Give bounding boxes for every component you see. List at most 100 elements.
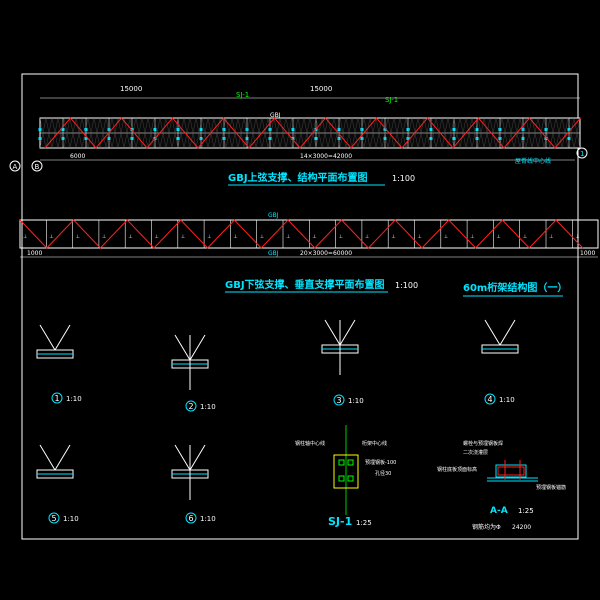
aa-note1: 螺栓与预埋钢板焊: [463, 440, 503, 447]
hatch-line: [81, 117, 89, 149]
top-plan-title: GBJ上弦支撑、结构平面布置图: [228, 171, 368, 184]
column-marker: [521, 128, 525, 131]
member-tag: ⊥: [128, 234, 132, 240]
aa-note4: 预埋钢板锚筋: [536, 484, 566, 491]
column-marker: [383, 128, 387, 131]
brace-member: [39, 444, 56, 471]
sj1-title: SJ-1: [328, 515, 352, 528]
column-marker: [176, 128, 180, 131]
hatch-line: [471, 117, 479, 149]
column-marker: [153, 128, 157, 131]
hatch-line: [369, 117, 377, 149]
member-tag: ⊥: [575, 234, 579, 240]
hatch-line: [225, 117, 233, 149]
member-tag: ⊥: [49, 234, 53, 240]
column-marker: [567, 128, 571, 131]
aa-rebar-value: 24200: [512, 524, 531, 531]
column-marker: [84, 128, 88, 131]
column-marker: [452, 137, 456, 140]
label-gbj: GBJ: [270, 112, 281, 119]
detail-bubble: [185, 400, 197, 412]
column-marker: [291, 128, 295, 131]
hatch-line: [165, 117, 173, 149]
hatch-line: [303, 117, 311, 149]
hatch-line: [297, 117, 305, 149]
member-tag: ⊥: [102, 234, 106, 240]
bottom-dim-right: 1000: [580, 250, 595, 257]
hatch-line: [435, 117, 443, 149]
brace-member: [484, 319, 501, 346]
sj1-note-hole: 孔径30: [375, 470, 391, 477]
detail-scale: 1:10: [63, 515, 79, 523]
member-tag: ⊥: [365, 234, 369, 240]
hatch-line: [123, 117, 131, 149]
detail-bubble: [333, 394, 345, 406]
column-marker: [61, 128, 65, 131]
hatch-line: [93, 117, 101, 149]
axis-a: A: [13, 163, 18, 171]
hatch-line: [45, 117, 53, 149]
dim-left: 15000: [120, 85, 142, 93]
column-marker: [176, 137, 180, 140]
hatch-line: [423, 117, 431, 149]
member-tag: ⊥: [76, 234, 80, 240]
column-marker: [130, 128, 134, 131]
hatch-line: [285, 117, 293, 149]
member-tag: ⊥: [155, 234, 159, 240]
member-tag: ⊥: [260, 234, 264, 240]
brace-member: [499, 319, 516, 346]
brace-member: [339, 319, 356, 346]
hatch-line: [561, 117, 569, 149]
aa-title: A-A: [490, 506, 508, 516]
hatch-line: [267, 117, 275, 149]
detail-bubble: [48, 512, 60, 524]
detail-scale: 1:10: [66, 395, 82, 403]
member-tag: ⊥: [549, 234, 553, 240]
drawing-title: 60m桁架结构图（一）: [463, 281, 567, 294]
hatch-line: [51, 117, 59, 149]
detail-number: 4: [488, 395, 493, 404]
bottom-label-top: GBJ: [268, 212, 279, 219]
member-tag: ⊥: [339, 234, 343, 240]
column-marker: [38, 137, 42, 140]
embedded-plate: [333, 454, 359, 489]
detail-bubble: [484, 393, 496, 405]
column-marker: [521, 137, 525, 140]
brace-member: [189, 444, 206, 471]
hatch-line: [567, 117, 575, 149]
top-chord-plan: [38, 97, 581, 161]
hatch-line: [87, 117, 95, 149]
column-marker: [337, 128, 341, 131]
dim-a: 6000: [70, 153, 85, 160]
hatch-line: [327, 117, 335, 149]
sj1-note-plate: 预埋钢板-100: [365, 459, 396, 466]
column-marker: [406, 128, 410, 131]
column-marker: [38, 128, 42, 131]
hatch-line: [555, 117, 563, 149]
hatch-line: [501, 117, 509, 149]
hatch-line: [147, 117, 155, 149]
member-tag: ⊥: [444, 234, 448, 240]
hatch-line: [405, 117, 413, 149]
axis-bubble-1: [576, 147, 588, 159]
hatch-line: [177, 117, 185, 149]
column-marker: [544, 128, 548, 131]
axis-note: 屋脊线中心线: [515, 157, 551, 165]
hatch-line: [399, 117, 407, 149]
column-marker: [452, 128, 456, 131]
detail-bubble: [51, 392, 63, 404]
hatch-line: [189, 117, 197, 149]
member-tag: ⊥: [470, 234, 474, 240]
column-marker: [222, 128, 226, 131]
hatch-line: [291, 117, 299, 149]
bottom-plan-scale: 1:100: [395, 281, 418, 290]
member-tag: ⊥: [418, 234, 422, 240]
aa-note2: 二次浇灌层: [463, 449, 488, 456]
axis-bubble-b: [31, 160, 43, 172]
hatch-line: [117, 117, 125, 149]
detail-bubble: [185, 512, 197, 524]
brace-member: [324, 319, 341, 346]
